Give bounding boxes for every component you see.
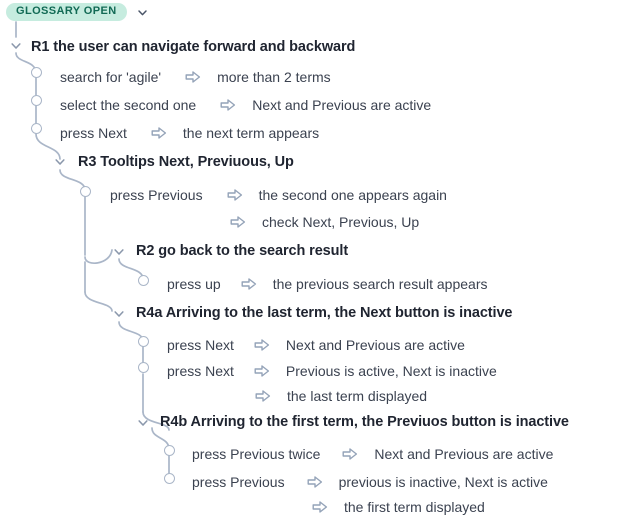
toggle-r4a-chevron-down-icon[interactable] — [112, 307, 126, 321]
node-circle-icon[interactable] — [31, 67, 42, 78]
node-circle-icon[interactable] — [31, 95, 42, 106]
step-result: more than 2 terms — [217, 69, 331, 85]
arrow-right-icon — [230, 215, 246, 229]
step-row: the first term displayed — [312, 500, 485, 514]
step-row: press Next Next and Previous are active — [167, 338, 465, 352]
rule-title-r3[interactable]: R3 Tooltips Next, Previuous, Up — [78, 154, 294, 170]
arrow-right-icon — [254, 338, 270, 352]
status-badge[interactable]: GLOSSARY OPEN — [6, 3, 127, 21]
step-result: Previous is active, Next is inactive — [285, 363, 497, 379]
arrow-right-icon — [151, 126, 167, 140]
step-result: the first term displayed — [344, 499, 485, 515]
step-result: Next and Previous are active — [374, 446, 554, 462]
step-action: press up — [167, 276, 221, 292]
arrow-right-icon — [227, 188, 243, 202]
arrow-right-icon — [342, 447, 358, 461]
step-action: press Previous — [192, 474, 285, 490]
arrow-right-icon — [255, 389, 271, 403]
step-action: press Previous — [110, 187, 203, 203]
step-action: press Next — [60, 125, 127, 141]
rule-title-r2[interactable]: R2 go back to the search result — [136, 243, 349, 259]
node-circle-icon[interactable] — [138, 336, 149, 347]
rule-title-r4a[interactable]: R4a Arriving to the last term, the Next … — [136, 305, 513, 321]
step-row: press Next the next term appears — [60, 126, 319, 140]
step-result: the previous search result appears — [272, 276, 488, 292]
arrow-right-icon — [254, 364, 270, 378]
step-result: the last term displayed — [287, 388, 428, 404]
node-circle-icon[interactable] — [138, 362, 149, 373]
step-row: the last term displayed — [255, 389, 427, 403]
step-row: check Next, Previous, Up — [230, 215, 419, 229]
chevron-down-icon[interactable] — [136, 6, 149, 19]
step-action: search for 'agile' — [60, 69, 162, 85]
step-row: search for 'agile' more than 2 terms — [60, 70, 331, 84]
toggle-r2-chevron-down-icon[interactable] — [112, 245, 126, 259]
step-result: check Next, Previous, Up — [262, 214, 420, 230]
arrow-right-icon — [220, 98, 236, 112]
step-result: the second one appears again — [258, 187, 447, 203]
step-action: press Previous twice — [192, 446, 321, 462]
rule-title-r4b[interactable]: R4b Arriving to the first term, the Prev… — [160, 414, 569, 430]
node-circle-icon[interactable] — [31, 123, 42, 134]
toggle-r3-chevron-down-icon[interactable] — [53, 155, 67, 169]
arrow-right-icon — [241, 277, 257, 291]
step-result: previous is inactive, Next is active — [338, 474, 548, 490]
step-row: press Next Previous is active, Next is i… — [167, 364, 497, 378]
arrow-right-icon — [307, 475, 323, 489]
step-row: select the second one Next and Previous … — [60, 98, 431, 112]
arrow-right-icon — [185, 70, 201, 84]
step-action: press Next — [167, 363, 234, 379]
step-row: press up the previous search result appe… — [167, 277, 488, 291]
step-result: Next and Previous are active — [252, 97, 432, 113]
rule-title-r1[interactable]: R1 the user can navigate forward and bac… — [31, 39, 356, 55]
step-row: press Previous twice Next and Previous a… — [192, 447, 553, 461]
step-row: press Previous the second one appears ag… — [110, 188, 447, 202]
step-result: the next term appears — [182, 125, 320, 141]
toggle-r4b-chevron-down-icon[interactable] — [136, 416, 150, 430]
arrow-right-icon — [312, 500, 328, 514]
node-circle-icon[interactable] — [164, 473, 175, 484]
step-action: select the second one — [60, 97, 197, 113]
step-result: Next and Previous are active — [285, 337, 465, 353]
node-circle-icon[interactable] — [138, 275, 149, 286]
step-row: press Previous previous is inactive, Nex… — [192, 475, 548, 489]
node-circle-icon[interactable] — [80, 186, 91, 197]
glossary-open-header[interactable]: GLOSSARY OPEN — [6, 3, 149, 21]
node-circle-icon[interactable] — [164, 445, 175, 456]
step-action: press Next — [167, 337, 234, 353]
toggle-r1-chevron-down-icon[interactable] — [9, 39, 23, 53]
